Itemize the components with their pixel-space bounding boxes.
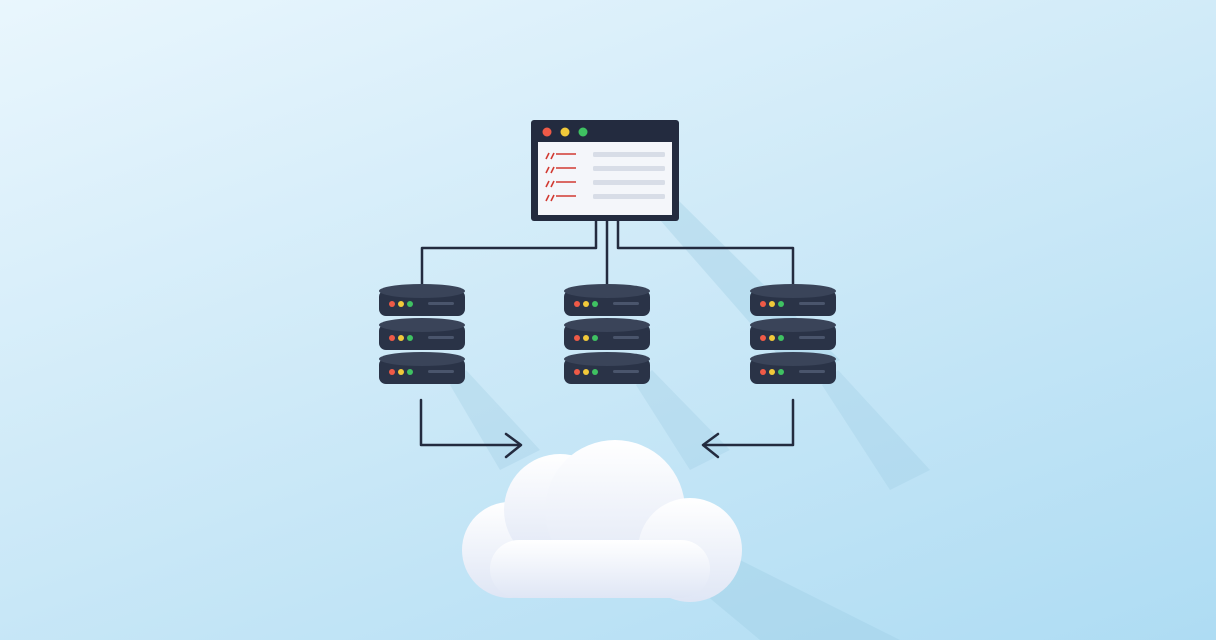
status-light-red bbox=[760, 335, 766, 341]
server-unit bbox=[750, 318, 836, 350]
status-light-yellow bbox=[583, 301, 589, 307]
status-light-red bbox=[574, 301, 580, 307]
status-light-green bbox=[778, 301, 784, 307]
server-unit bbox=[750, 352, 836, 384]
cloud-icon bbox=[462, 440, 742, 602]
server-unit-top bbox=[379, 318, 465, 332]
code-line bbox=[545, 194, 665, 202]
server-slot bbox=[428, 336, 454, 339]
status-light-yellow bbox=[583, 335, 589, 341]
server-unit bbox=[379, 284, 465, 316]
status-light-red bbox=[760, 369, 766, 375]
server-stack-icon-left bbox=[379, 284, 465, 384]
cloud-base bbox=[490, 540, 710, 598]
connector-right bbox=[616, 220, 795, 284]
status-light-red bbox=[574, 369, 580, 375]
server-unit bbox=[379, 318, 465, 350]
servers bbox=[379, 284, 836, 384]
code-text-line bbox=[593, 180, 665, 185]
window-minimize-dot bbox=[560, 127, 570, 137]
code-lines bbox=[545, 152, 665, 202]
server-unit-top bbox=[750, 318, 836, 332]
server-slot bbox=[799, 336, 825, 339]
server-slot bbox=[799, 302, 825, 305]
server-slot bbox=[799, 370, 825, 373]
connector-left bbox=[420, 220, 598, 284]
status-light-green bbox=[778, 369, 784, 375]
server-stack-icon-center bbox=[564, 284, 650, 384]
server-unit-top bbox=[750, 284, 836, 298]
code-window-icon bbox=[531, 120, 679, 221]
code-line bbox=[545, 166, 665, 174]
arrow-left bbox=[419, 398, 522, 447]
server-unit bbox=[564, 284, 650, 316]
server-slot bbox=[613, 336, 639, 339]
server-slot bbox=[428, 302, 454, 305]
code-slash-mark bbox=[545, 166, 555, 174]
status-light-green bbox=[407, 369, 413, 375]
code-slash-mark bbox=[545, 194, 555, 202]
arrows bbox=[419, 398, 795, 459]
status-light-green bbox=[407, 335, 413, 341]
status-light-red bbox=[389, 335, 395, 341]
server-unit-top bbox=[564, 352, 650, 366]
code-text-line bbox=[593, 152, 665, 157]
code-line bbox=[545, 152, 665, 160]
status-light-red bbox=[389, 369, 395, 375]
server-unit bbox=[564, 352, 650, 384]
code-text-line bbox=[593, 166, 665, 171]
code-line bbox=[545, 180, 665, 188]
window-close-dot bbox=[542, 127, 552, 137]
server-unit bbox=[750, 284, 836, 316]
status-light-yellow bbox=[583, 369, 589, 375]
code-slash-mark bbox=[545, 152, 555, 160]
status-light-red bbox=[574, 335, 580, 341]
status-light-yellow bbox=[769, 369, 775, 375]
status-light-yellow bbox=[398, 369, 404, 375]
server-unit-top bbox=[564, 318, 650, 332]
connectors bbox=[420, 220, 795, 284]
server-unit-top bbox=[379, 284, 465, 298]
status-light-green bbox=[592, 369, 598, 375]
server-left-shadow bbox=[450, 370, 540, 470]
arrow-right bbox=[702, 398, 795, 447]
status-light-red bbox=[760, 301, 766, 307]
status-light-green bbox=[407, 301, 413, 307]
cloud-shadow bbox=[700, 560, 900, 640]
server-unit-top bbox=[750, 352, 836, 366]
status-light-yellow bbox=[769, 335, 775, 341]
server-slot bbox=[613, 370, 639, 373]
status-light-yellow bbox=[769, 301, 775, 307]
status-light-yellow bbox=[398, 301, 404, 307]
server-unit bbox=[379, 352, 465, 384]
server-slot bbox=[613, 302, 639, 305]
status-light-red bbox=[389, 301, 395, 307]
server-right-shadow bbox=[822, 370, 930, 490]
server-unit-top bbox=[564, 284, 650, 298]
status-light-green bbox=[592, 335, 598, 341]
server-slot bbox=[428, 370, 454, 373]
arrowhead-right bbox=[701, 432, 720, 459]
code-text-line bbox=[593, 194, 665, 199]
server-stack-icon-right bbox=[750, 284, 836, 384]
arrowhead-left bbox=[504, 432, 523, 459]
window-maximize-dot bbox=[578, 127, 588, 137]
server-unit bbox=[564, 318, 650, 350]
status-light-yellow bbox=[398, 335, 404, 341]
status-light-green bbox=[592, 301, 598, 307]
server-unit-top bbox=[379, 352, 465, 366]
code-slash-mark bbox=[545, 180, 555, 188]
status-light-green bbox=[778, 335, 784, 341]
